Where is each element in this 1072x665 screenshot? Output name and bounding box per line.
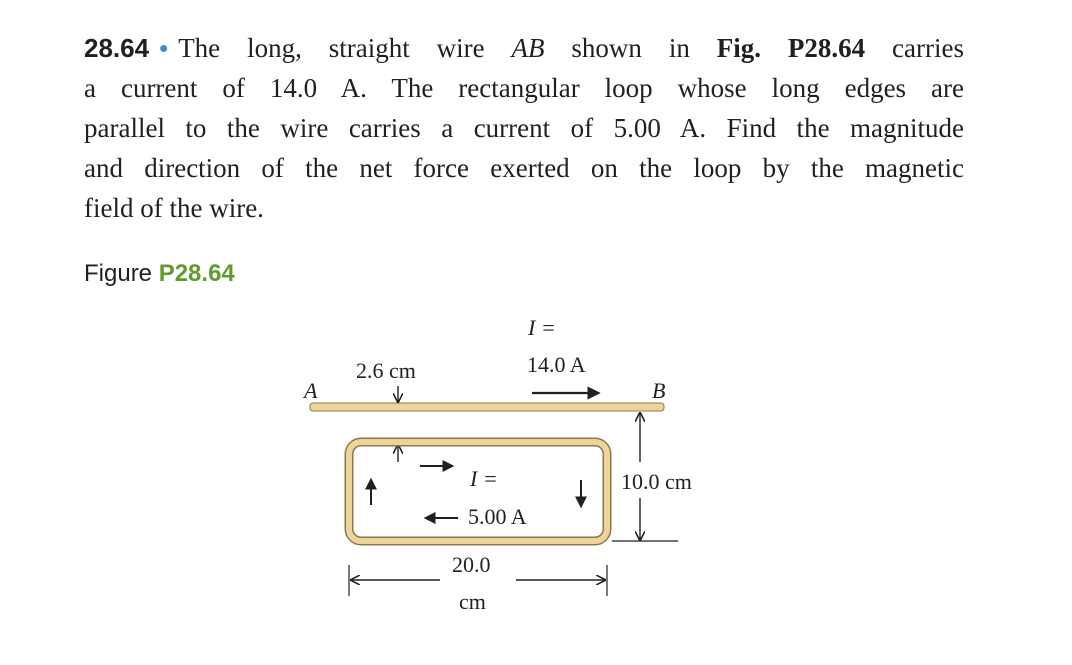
point-b-label: B bbox=[652, 378, 665, 403]
figure-caption: Figure P28.64 bbox=[84, 260, 235, 288]
wire-ab bbox=[309, 402, 665, 412]
loop-current-value: 5.00 A bbox=[468, 504, 527, 529]
point-a-label: A bbox=[302, 378, 318, 403]
wire-name: AB bbox=[511, 33, 545, 63]
problem-line-4: and direction of the net force exerted o… bbox=[84, 153, 964, 183]
problem-number: 28.64 bbox=[84, 33, 150, 63]
wire-current-symbol: I = bbox=[527, 315, 556, 340]
loop-length-label-line1: 20.0 bbox=[452, 552, 491, 577]
problem-line-1: 28.64 • The long, straight wire AB shown i… bbox=[84, 28, 964, 68]
figure-caption-number: P28.64 bbox=[158, 260, 235, 287]
figure-reference: Fig. P28.64 bbox=[716, 33, 866, 63]
bullet-icon: • bbox=[159, 33, 169, 63]
problem-statement: 28.64 • The long, straight wire AB shown i… bbox=[84, 28, 964, 228]
problem-line-3: parallel to the wire carries a current o… bbox=[84, 113, 964, 143]
problem-text-1b: shown in bbox=[544, 33, 717, 63]
figure-caption-prefix: Figure bbox=[84, 260, 159, 287]
problem-text-1a: The long, straight wire bbox=[178, 33, 512, 63]
problem-line-5: field of the wire. bbox=[84, 193, 264, 223]
loop-current-symbol: I = bbox=[469, 466, 498, 491]
problem-text-1c: carries bbox=[865, 33, 964, 63]
loop-height-label: 10.0 cm bbox=[621, 469, 692, 494]
gap-distance-label: 2.6 cm bbox=[356, 358, 416, 383]
problem-line-2: a current of 14.0 A. The rectangular loo… bbox=[84, 73, 964, 103]
current-loop-fill bbox=[346, 439, 610, 544]
loop-length-label-line2: cm bbox=[459, 589, 486, 614]
wire-current-value: 14.0 A bbox=[527, 352, 586, 377]
